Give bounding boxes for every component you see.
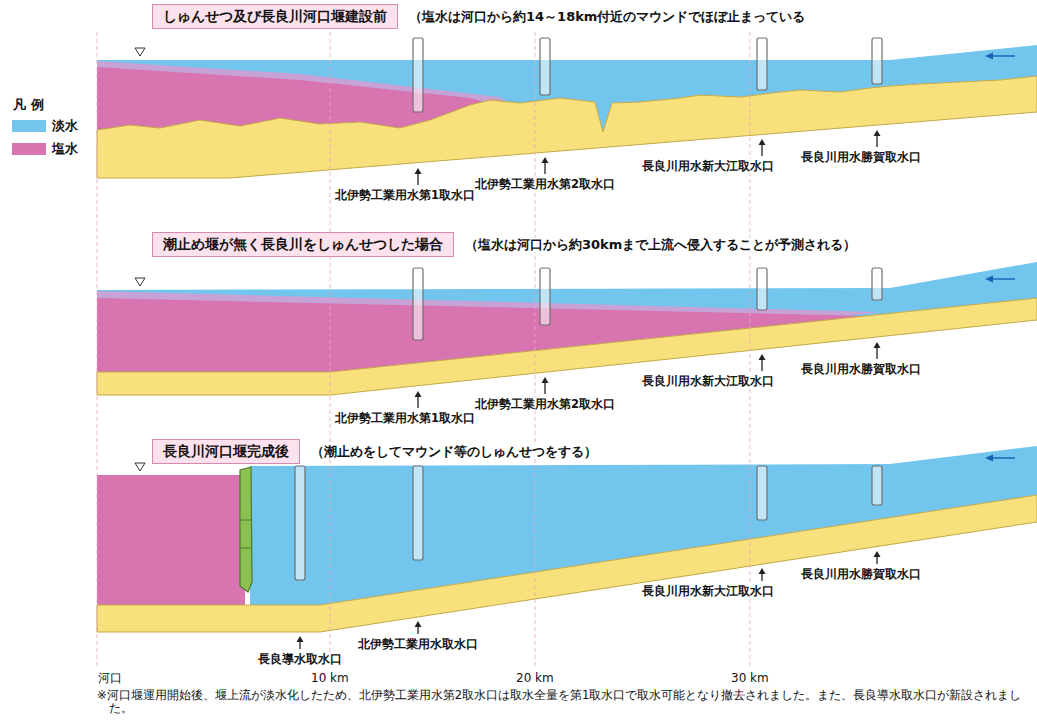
panel-title-box: しゅんせつ及び長良川河口堰建設前 bbox=[152, 4, 398, 29]
panel-note: （潮止めをしてマウンド等のしゅんせつをする） bbox=[310, 445, 598, 459]
pointer-arrowhead bbox=[874, 551, 881, 557]
pointer-arrow bbox=[417, 173, 418, 185]
pointer-arrowhead bbox=[415, 168, 422, 174]
intake-label: 長良川用水勝賀取水口 bbox=[800, 362, 922, 376]
intake-label: 長良川用水新大江取水口 bbox=[641, 159, 775, 173]
water-level-mark bbox=[135, 48, 145, 56]
water-level-mark bbox=[135, 463, 145, 471]
pointer-arrow bbox=[876, 556, 877, 564]
footnote: ※河口堰運用開始後、堰上流が淡水化したため、北伊勢工業用水第2取水口は取水全量を… bbox=[97, 689, 1032, 715]
distance-gridline bbox=[330, 32, 331, 668]
water-level-mark bbox=[135, 278, 145, 286]
legend-swatch bbox=[12, 120, 46, 132]
legend-text: 淡水 bbox=[52, 119, 78, 133]
river-bed bbox=[97, 298, 1037, 395]
flow-arrow bbox=[991, 457, 1015, 458]
panel-title: 潮止め堰が無く長良川をしゅんせつした場合 bbox=[163, 236, 443, 253]
estuary-weir bbox=[240, 467, 252, 592]
pointer-arrow bbox=[876, 347, 877, 359]
pointer-arrowhead bbox=[415, 621, 422, 627]
intake-pipe bbox=[540, 38, 550, 95]
intake-pipe bbox=[872, 466, 882, 505]
pointer-arrowhead bbox=[759, 139, 766, 145]
intake-label: 長良川用水勝賀取水口 bbox=[800, 567, 922, 581]
axis-label: 河口 bbox=[97, 671, 123, 685]
pointer-arrow bbox=[544, 382, 545, 394]
legend-swatch bbox=[12, 143, 46, 155]
salt-water bbox=[97, 475, 245, 610]
distance-gridline bbox=[535, 32, 536, 668]
intake-label: 北伊勢工業用水第2取水口 bbox=[474, 397, 616, 411]
pointer-arrow bbox=[544, 162, 545, 174]
pointer-arrowhead bbox=[759, 568, 766, 574]
pointer-arrow bbox=[299, 641, 300, 649]
pointer-arrowhead bbox=[297, 636, 304, 642]
axis-label: 30 km bbox=[730, 671, 770, 685]
panel-note: （塩水は河口から約30kmまで上流へ侵入することが予測される） bbox=[464, 238, 857, 252]
flow-arrowhead bbox=[985, 455, 993, 462]
intake-pipe bbox=[413, 466, 423, 560]
panel-title: しゅんせつ及び長良川河口堰建設前 bbox=[163, 8, 387, 25]
panel-title-box: 潮止め堰が無く長良川をしゅんせつした場合 bbox=[152, 232, 454, 257]
legend-heading: 凡 例 bbox=[12, 98, 45, 112]
distance-gridline bbox=[97, 32, 98, 668]
pointer-arrow bbox=[417, 626, 418, 634]
intake-label: 北伊勢工業用水取水口 bbox=[357, 637, 479, 651]
axis-label: 20 km bbox=[515, 671, 555, 685]
pointer-arrowhead bbox=[759, 354, 766, 360]
intake-pipe bbox=[872, 268, 882, 300]
panel-title: 長良川河口堰完成後 bbox=[163, 443, 289, 460]
pointer-arrowhead bbox=[874, 130, 881, 136]
intake-label: 長良川用水新大江取水口 bbox=[641, 584, 775, 598]
intake-pipe bbox=[413, 268, 423, 340]
intake-label: 北伊勢工業用水第1取水口 bbox=[334, 411, 476, 425]
intake-pipe bbox=[757, 268, 767, 310]
flow-arrow bbox=[991, 278, 1015, 279]
legend-text: 塩水 bbox=[52, 142, 78, 156]
intake-pipe bbox=[757, 38, 767, 90]
pointer-arrowhead bbox=[874, 342, 881, 348]
panel-title-box: 長良川河口堰完成後 bbox=[152, 439, 300, 464]
intake-label: 北伊勢工業用水第2取水口 bbox=[474, 177, 616, 191]
river-bed bbox=[97, 76, 1037, 178]
intake-pipe bbox=[872, 38, 882, 84]
weir-gate bbox=[240, 520, 252, 548]
pointer-arrow bbox=[761, 573, 762, 581]
distance-gridline bbox=[750, 32, 751, 668]
intake-pipe bbox=[757, 466, 767, 520]
pointer-arrow bbox=[876, 135, 877, 147]
intake-label: 長良導水取水口 bbox=[257, 652, 343, 666]
pointer-arrowhead bbox=[542, 377, 549, 383]
intake-pipe bbox=[413, 38, 423, 112]
pointer-arrow bbox=[761, 144, 762, 156]
pointer-arrowhead bbox=[415, 391, 422, 397]
axis-label: 10 km bbox=[310, 671, 350, 685]
flow-arrow bbox=[991, 55, 1015, 56]
flow-arrowhead bbox=[985, 276, 993, 283]
pointer-arrow bbox=[761, 359, 762, 371]
intake-label: 長良川用水新大江取水口 bbox=[641, 374, 775, 388]
intake-pipe bbox=[540, 268, 550, 325]
pointer-arrow bbox=[417, 396, 418, 408]
intake-pipe bbox=[295, 466, 305, 580]
panel-note: （塩水は河口から約14～18km付近のマウンドでほぼ止まっている bbox=[408, 10, 806, 24]
pointer-arrowhead bbox=[542, 157, 549, 163]
intake-label: 北伊勢工業用水第1取水口 bbox=[334, 188, 476, 202]
intake-label: 長良川用水勝賀取水口 bbox=[800, 150, 922, 164]
river-bed bbox=[97, 495, 1037, 632]
flow-arrowhead bbox=[985, 53, 993, 60]
